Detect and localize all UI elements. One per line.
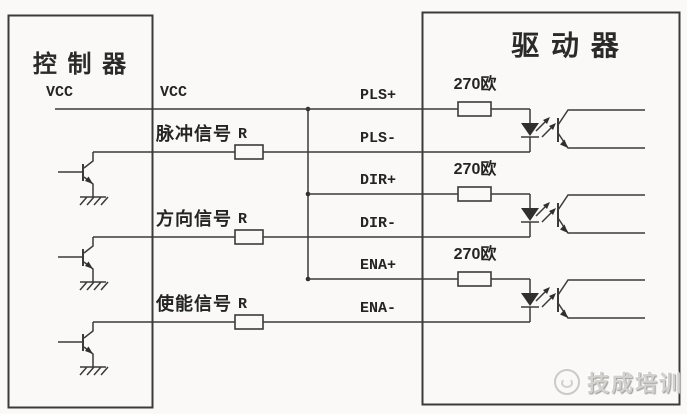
enable-series-resistor — [234, 314, 264, 330]
enable-signal-label: 使能信号 — [156, 294, 232, 314]
direction-resistor-label: R — [238, 211, 248, 228]
direction-ground — [79, 281, 109, 291]
ena-plus-pin-label: ENA+ — [359, 257, 396, 274]
vcc-label-internal: VCC — [46, 84, 74, 101]
controller-box — [7, 14, 154, 409]
pulse-optocoupler — [521, 109, 645, 152]
pulse-resistor-label: R — [238, 126, 248, 143]
direction-transistor — [58, 237, 94, 282]
direction-series-resistor — [234, 229, 264, 245]
direction-optocoupler — [521, 194, 645, 237]
pulse-ground — [79, 196, 109, 206]
watermark-text: 技成培训 — [587, 371, 684, 396]
pls-plus-pin-label: PLS+ — [359, 87, 396, 104]
driver-title: 驱 动 器 — [511, 30, 621, 61]
pulse-270ohm-resistor — [457, 101, 492, 117]
enable-270ohm-resistor — [457, 271, 492, 287]
pulse-transistor — [58, 152, 94, 197]
enable-optocoupler — [521, 279, 645, 322]
direction-270ohm-label: 270欧 — [453, 161, 497, 178]
enable-270ohm-label: 270欧 — [453, 246, 497, 263]
ena-minus-pin-label: ENA- — [359, 300, 396, 317]
driver-box — [421, 11, 681, 406]
pulse-series-resistor — [234, 144, 264, 160]
jicheng-logo-icon — [554, 369, 580, 395]
enable-resistor-label: R — [238, 296, 248, 313]
pulse-signal-label: 脉冲信号 — [156, 124, 232, 144]
enable-ground — [79, 366, 109, 376]
pls-minus-pin-label: PLS- — [359, 130, 396, 147]
dir-plus-pin-label: DIR+ — [359, 172, 396, 189]
controller-title: 控 制 器 — [32, 51, 129, 78]
vcc-label-wire: VCC — [160, 84, 188, 101]
direction-270ohm-resistor — [457, 186, 492, 202]
pulse-270ohm-label: 270欧 — [453, 76, 497, 93]
dir-minus-pin-label: DIR- — [359, 215, 396, 232]
watermark: 技成培训 — [554, 366, 683, 398]
enable-transistor — [58, 322, 94, 367]
direction-signal-label: 方向信号 — [156, 209, 232, 229]
